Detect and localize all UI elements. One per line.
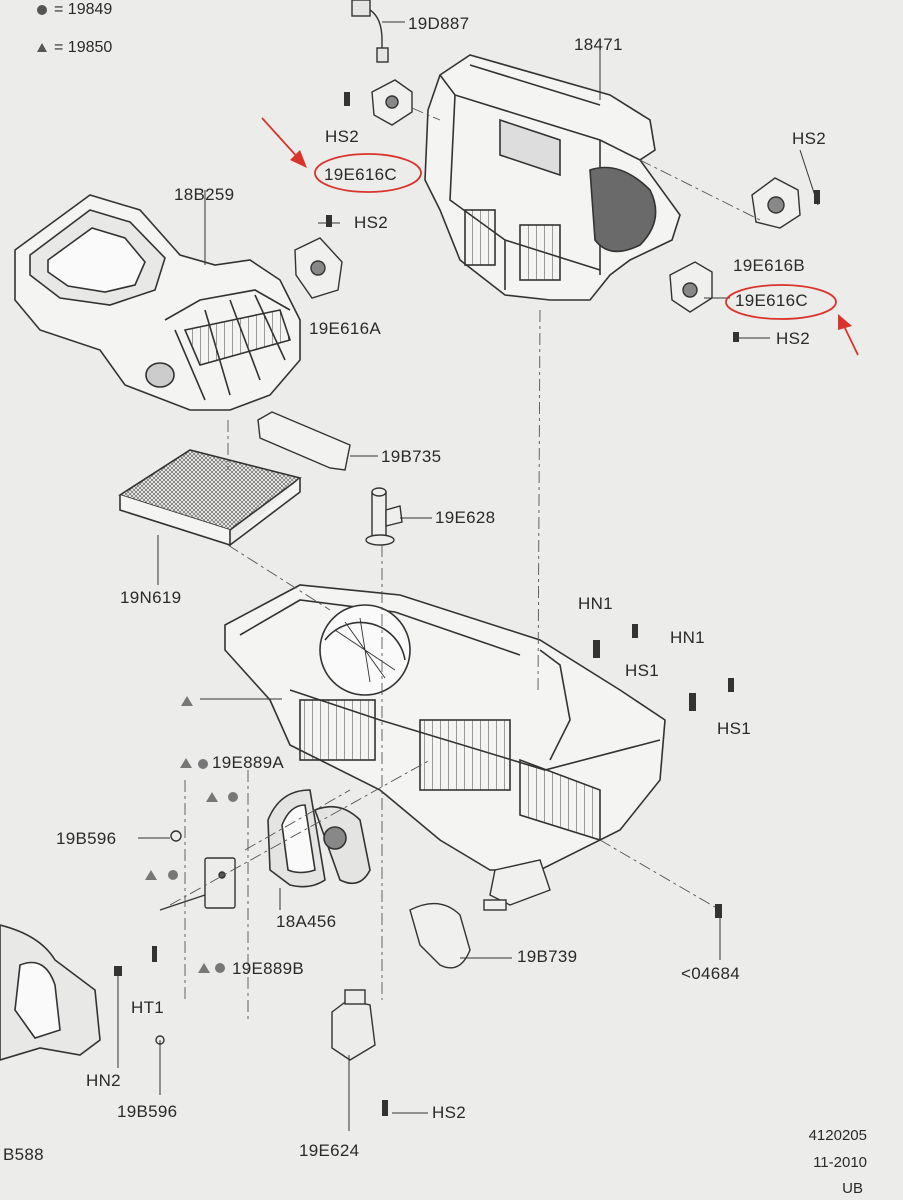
legend-row-2: = 19850 — [54, 40, 112, 56]
label-hs2-right: HS2 — [776, 329, 810, 348]
label-hn2: HN2 — [86, 1071, 121, 1090]
footer-number: 4120205 — [808, 1127, 867, 1144]
label-19E889A: 19E889A — [212, 753, 285, 772]
label-19E628: 19E628 — [435, 508, 496, 527]
label-hs2-bottom: HS2 — [432, 1103, 466, 1122]
label-19E616A: 19E616A — [309, 319, 382, 338]
actuator-19E616C-left — [371, 79, 413, 126]
label-19D887: 19D887 — [408, 14, 470, 33]
label-19E616C-upper: 19E616C — [324, 165, 397, 184]
circled-19E616C-right — [725, 284, 837, 320]
footer-code: UB — [842, 1180, 863, 1197]
label-18A456: 18A456 — [276, 912, 337, 931]
label-19N619: 19N619 — [120, 588, 182, 607]
duct-outlet-19B739 — [409, 859, 551, 969]
label-B588: B588 — [3, 1145, 44, 1164]
label-19B596-lower: 19B596 — [117, 1102, 178, 1121]
label-hn1-a: HN1 — [578, 594, 613, 613]
label-hs1-a: HS1 — [625, 661, 659, 680]
duct-B588 — [0, 924, 101, 1061]
footer-date: 11-2010 — [813, 1154, 867, 1171]
circled-19E616C-upper — [314, 153, 422, 193]
symbol-marks — [145, 696, 238, 973]
red-arrow-head-left — [290, 150, 307, 168]
blower-housing-18B259 — [14, 194, 301, 411]
legend-row-1: = 19849 — [54, 2, 112, 18]
phantom-lines — [169, 107, 761, 1020]
filter-door-19B735 — [257, 411, 351, 471]
seal-18A456 — [267, 789, 371, 888]
expansion-valve — [159, 830, 236, 911]
legend-text-2: = 19850 — [54, 39, 113, 56]
label-19E616C-right: 19E616C — [735, 291, 808, 310]
label-hs2-mid: HS2 — [354, 213, 388, 232]
label-19E624: 19E624 — [299, 1141, 360, 1160]
legend-triangle-icon — [37, 43, 47, 52]
label-18471: 18471 — [574, 35, 623, 54]
label-hs2-upper-left: HS2 — [325, 127, 359, 146]
label-19B735: 19B735 — [381, 447, 442, 466]
label-ht1: HT1 — [131, 998, 165, 1017]
drain-tube-19E628 — [365, 487, 403, 546]
module-19E624 — [331, 989, 376, 1061]
label-hs1-b: HS1 — [717, 719, 751, 738]
fasteners — [114, 92, 820, 1116]
actuator-19E616A — [294, 237, 343, 299]
label-18B259: 18B259 — [174, 185, 235, 204]
cabin-filter-19N619 — [118, 449, 302, 547]
label-19E616B: 19E616B — [733, 256, 806, 275]
heater-case-18471 — [424, 54, 681, 301]
connector-19D887 — [351, 0, 389, 63]
label-hs2-upper-right: HS2 — [792, 129, 826, 148]
label-19B739: 19B739 — [517, 947, 578, 966]
label-04684: <04684 — [681, 964, 741, 983]
label-hn1-b: HN1 — [670, 628, 705, 647]
legend-dot-icon — [37, 5, 47, 15]
legend-text-1: = 19849 — [54, 1, 113, 18]
lower-case-housing — [224, 584, 666, 871]
red-arrow-head-right — [838, 314, 852, 330]
label-19E889B: 19E889B — [232, 959, 305, 978]
actuator-19E616C-right — [669, 261, 713, 313]
actuator-19E616B — [751, 177, 801, 229]
label-19B596-upper: 19B596 — [56, 829, 117, 848]
